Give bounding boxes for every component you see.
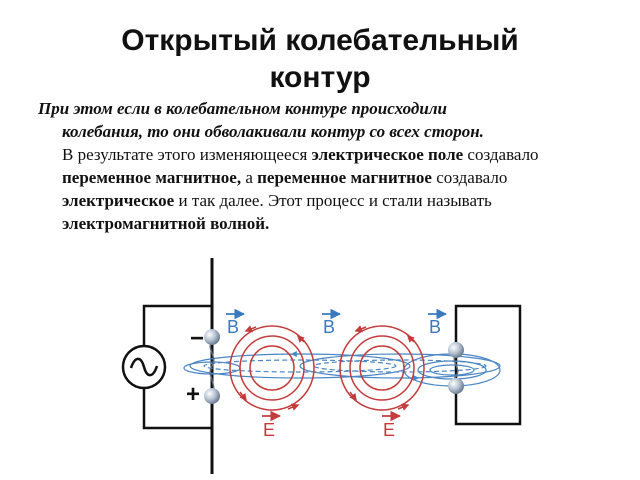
- slide-text: При этом если в колебательном контуре пр…: [38, 97, 604, 235]
- b-line: [203, 359, 397, 373]
- e-label: E: [263, 420, 275, 440]
- sine-wave-icon: [129, 357, 159, 377]
- right-frame: [454, 304, 522, 426]
- charge-link-left: [209, 340, 215, 397]
- e-direction-arrow: [296, 334, 305, 343]
- e-loop: [359, 345, 405, 391]
- e-loop: [229, 325, 315, 411]
- e-label: E: [383, 420, 395, 440]
- e-direction-arrow: [406, 334, 415, 343]
- charge-sphere-bottom-right: [448, 378, 464, 394]
- b-vector-labels: B B B: [226, 308, 448, 337]
- b-label: B: [323, 317, 335, 337]
- plus-sign: +: [186, 381, 200, 408]
- e-direction-arrow: [397, 403, 410, 411]
- charge-sphere-bottom-left: [204, 388, 220, 404]
- title-line-2: контур: [269, 61, 371, 94]
- b-line: [299, 353, 501, 379]
- lead-line-2: колебания, то они обволакивали контур со…: [62, 122, 484, 141]
- e-loop: [339, 325, 425, 411]
- receiver-circuit: [454, 304, 522, 426]
- term-variable-magnetic: переменное магнитное,: [62, 168, 242, 187]
- charges: [204, 329, 464, 404]
- body-text: создавало: [431, 168, 508, 187]
- term-electric-field: электрическое поле: [311, 145, 464, 164]
- e-direction-arrow: [287, 403, 300, 411]
- b-label: B: [429, 317, 441, 337]
- b-line: [429, 364, 475, 376]
- e-direction-arrow: [239, 391, 247, 402]
- term-variable-magnetic-2: переменное магнитное: [257, 168, 432, 187]
- charge-sphere-top-right: [448, 342, 464, 358]
- charge-sphere-top-left: [204, 329, 220, 345]
- b-label: B: [227, 317, 239, 337]
- body-text: и так далее. Этот процесс и стали называ…: [174, 191, 492, 210]
- e-direction-arrow: [354, 325, 367, 333]
- body-text: создавало: [463, 145, 539, 164]
- slide-title: Открытый колебательный контур: [0, 22, 640, 96]
- e-loop: [249, 345, 295, 391]
- b-line: [313, 359, 487, 373]
- lead-line-1: При этом если в колебательном контуре пр…: [38, 99, 447, 118]
- e-direction-arrow: [244, 325, 257, 333]
- e-vector-labels: E E: [262, 410, 402, 440]
- b-line: [417, 360, 487, 380]
- e-loop: [349, 335, 415, 401]
- title-line-1: Открытый колебательный: [121, 24, 519, 57]
- generator-circuit: [121, 258, 214, 474]
- electric-field-lines: [229, 325, 425, 411]
- term-em-wave: электромагнитной волной.: [62, 214, 270, 233]
- e-loop: [239, 335, 305, 401]
- term-electric: электрическое: [62, 191, 175, 210]
- body-text: В результате этого изменяющееся: [62, 145, 312, 164]
- lead-sentence: При этом если в колебательном контуре пр…: [38, 97, 604, 143]
- e-direction-arrow: [349, 391, 357, 402]
- minus-sign: −: [190, 325, 204, 352]
- body-text: а: [241, 168, 258, 187]
- body-paragraph: В результате этого изменяющееся электрич…: [38, 143, 604, 235]
